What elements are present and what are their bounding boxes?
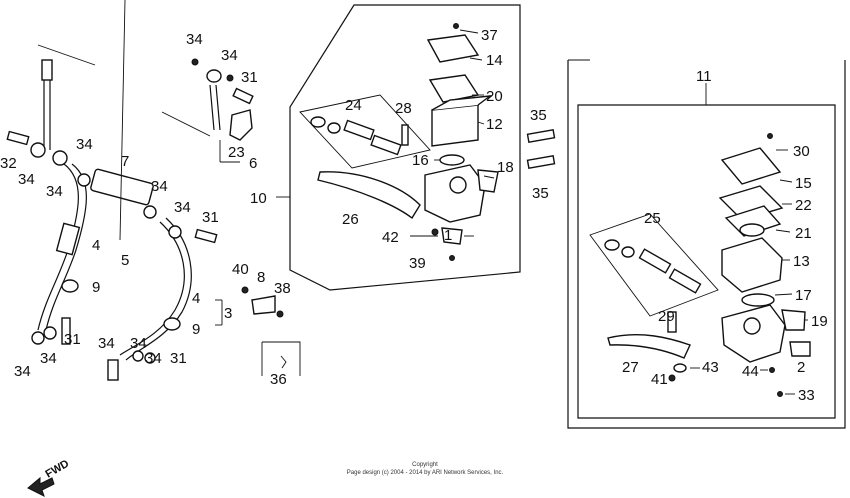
part-label-26: 26 [342, 211, 359, 228]
copyright-notice: Copyright Page design (c) 2004 - 2014 by… [347, 462, 504, 476]
part-label-37: 37 [481, 27, 498, 44]
part-label-29: 29 [658, 308, 675, 325]
part-label-1: 1 [444, 227, 452, 244]
part-label-9a: 9 [92, 279, 100, 296]
part-label-34b: 34 [221, 47, 238, 64]
brake-pipe-upper [161, 58, 254, 141]
part-label-34g: 34 [174, 199, 191, 216]
part-label-41: 41 [651, 371, 668, 388]
part-label-34c: 34 [76, 136, 93, 153]
part-label-32: 32 [0, 155, 17, 172]
part-label-9b: 9 [192, 321, 200, 338]
part-label-19: 19 [811, 313, 828, 330]
part-label-42: 42 [382, 229, 399, 246]
part-label-22: 22 [795, 197, 812, 214]
part-label-7: 7 [121, 153, 129, 170]
part-label-10: 10 [250, 190, 267, 207]
part-label-16: 16 [412, 152, 429, 169]
part-label-44: 44 [742, 363, 759, 380]
part-label-14: 14 [486, 52, 503, 69]
fwd-label: FWD [44, 458, 72, 481]
part-label-13: 13 [793, 253, 810, 270]
part-label-43: 43 [702, 359, 719, 376]
part-label-31d: 31 [170, 350, 187, 367]
part-label-6: 6 [249, 155, 257, 172]
part-label-34f: 34 [151, 178, 168, 195]
part-label-34k: 34 [14, 363, 31, 380]
part-label-28: 28 [395, 100, 412, 117]
part-label-31c: 31 [64, 331, 81, 348]
part-label-5: 5 [121, 252, 129, 269]
brake-hose-assembly [6, 44, 218, 381]
part-label-15: 15 [795, 175, 812, 192]
part-label-21: 21 [795, 225, 812, 242]
part-label-17: 17 [795, 287, 812, 304]
part-label-4b: 4 [192, 290, 200, 307]
master-cylinder-rear-box [567, 59, 846, 429]
part-label-39: 39 [409, 255, 426, 272]
part-label-31a: 31 [241, 69, 258, 86]
part-label-40: 40 [232, 261, 249, 278]
forward-arrow-icon: FWD [27, 458, 72, 497]
part-label-36: 36 [270, 371, 287, 388]
part-label-30: 30 [793, 143, 810, 160]
part-label-34j: 34 [145, 350, 162, 367]
part-label-24: 24 [345, 97, 362, 114]
part-label-35b: 35 [532, 185, 549, 202]
part-label-33: 33 [798, 387, 815, 404]
part-label-34i: 34 [130, 335, 147, 352]
copyright-line-1: Copyright [412, 462, 438, 468]
part-label-34h: 34 [98, 335, 115, 352]
part-label-34d: 34 [18, 171, 35, 188]
part-label-31b: 31 [202, 209, 219, 226]
leader-lines [119, 0, 808, 395]
part-label-25: 25 [644, 210, 661, 227]
part-label-35a: 35 [530, 107, 547, 124]
part-label-20: 20 [486, 88, 503, 105]
master-cylinder-front-box [289, 4, 521, 291]
part-label-12: 12 [486, 116, 503, 133]
part-label-34e: 34 [46, 183, 63, 200]
switch-parts [241, 286, 301, 376]
copyright-line-2: Page design (c) 2004 - 2014 by ARI Netwo… [347, 470, 504, 476]
part-label-23: 23 [228, 144, 245, 161]
part-label-34a: 34 [186, 31, 203, 48]
part-label-8: 8 [257, 269, 265, 286]
part-label-2: 2 [797, 359, 805, 376]
part-label-18: 18 [497, 159, 514, 176]
part-label-38: 38 [274, 280, 291, 297]
part-label-11: 11 [696, 68, 712, 85]
part-label-27: 27 [622, 359, 639, 376]
part-label-4a: 4 [92, 237, 100, 254]
part-label-34l: 34 [40, 350, 57, 367]
mounting-bolts [526, 128, 556, 170]
part-number-labels: 1 2 3 4 4 5 6 7 8 9 9 10 11 12 13 14 15 … [0, 27, 828, 404]
part-label-3: 3 [224, 305, 232, 322]
